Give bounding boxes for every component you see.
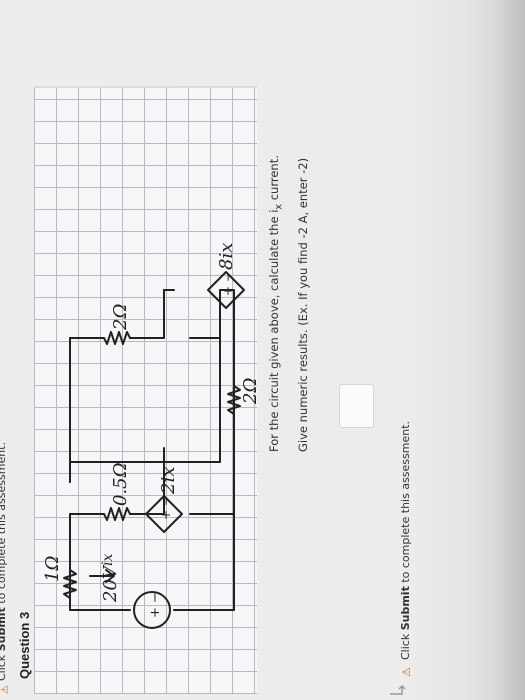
current-label: ix	[100, 554, 116, 566]
banner-rest-text: to complete this assessment.	[0, 442, 8, 604]
current-arrow-head	[105, 569, 115, 583]
r1-label: 1Ω	[42, 556, 63, 582]
prompt-text-end: current.	[267, 155, 281, 204]
circuit-diagram: + − 20V 1Ω ix 0.5Ω 2ix + − 2Ω 2Ω 8ix + −	[42, 243, 257, 629]
prompt-text: For the circuit given above, calculate t…	[267, 209, 281, 452]
footer-click-text: Click	[399, 630, 412, 660]
question-prompt: For the circuit given above, calculate t…	[267, 155, 284, 452]
warning-icon: ⚠	[0, 685, 11, 694]
resistor-4	[227, 385, 241, 415]
question-title: Question 3	[17, 611, 32, 679]
warning-icon: ⚠	[400, 667, 413, 677]
banner-click-text: Click	[0, 654, 8, 682]
wire-top-b	[69, 461, 221, 483]
dep-source-1-label: 2ix	[158, 467, 179, 495]
circuit-figure: + − 20V 1Ω ix 0.5Ω 2ix + − 2Ω 2Ω 8ix + −	[34, 86, 257, 694]
top-banner: ⚠ Click Submit to complete this assessmen…	[0, 0, 11, 700]
footer-submit-link[interactable]: Submit	[399, 586, 412, 631]
r4-label: 2Ω	[240, 378, 257, 405]
resistor-2	[103, 507, 131, 521]
source-voltage-label: 20V	[100, 564, 121, 603]
question-instructions: Give numeric results. (Ex. If you find -…	[296, 157, 310, 452]
dependent-source-2	[207, 271, 245, 309]
dependent-source-1	[145, 495, 183, 533]
voltage-source	[133, 591, 171, 629]
banner-submit-link[interactable]: Submit	[0, 607, 8, 652]
return-arrow-icon	[390, 684, 406, 695]
dep-source-2-label: 8ix	[216, 243, 237, 270]
wire-bottom-c	[219, 289, 235, 309]
banner-text: Click Submit to complete this assessment…	[0, 442, 8, 681]
dep-source-1-polarity: + −	[159, 496, 173, 520]
answer-input[interactable]	[339, 384, 374, 428]
footer-text: Click Submit to complete this assessment…	[399, 421, 412, 660]
dep-source-2-polarity: + −	[221, 272, 235, 296]
r3-label: 2Ω	[110, 304, 131, 331]
footer-rest-text: to complete this assessment.	[399, 420, 412, 587]
prompt-subscript: x	[273, 203, 285, 210]
footer-notice: ⚠ Click Submit to complete this assessme…	[388, 56, 418, 696]
resistor-3	[103, 331, 131, 345]
source-polarity: + −	[148, 592, 163, 618]
resistor-1	[63, 569, 77, 599]
r2-label: 0.5Ω	[110, 462, 131, 506]
